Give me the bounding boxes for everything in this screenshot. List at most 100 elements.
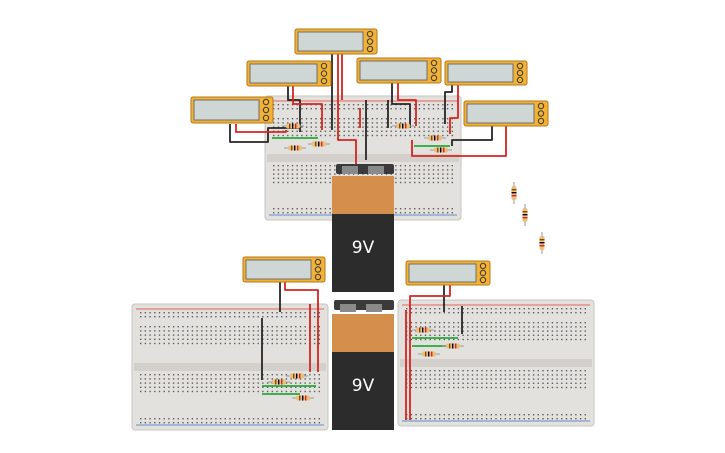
meter-upper-middle[interactable] [356,57,442,84]
wire-black[interactable] [391,82,411,128]
dial-icon[interactable] [430,59,438,67]
hole [565,374,568,376]
dial-icon[interactable] [479,262,487,270]
hole [313,338,316,340]
hole [318,382,320,384]
hole [495,374,497,376]
hole [428,177,430,179]
meter-upper-left[interactable] [246,60,332,87]
hole [291,118,294,120]
wires[interactable] [229,54,507,420]
hole [324,104,327,106]
resistor[interactable] [522,204,528,226]
hole [299,342,302,345]
resistor[interactable] [292,395,314,401]
resistor[interactable] [430,147,452,153]
battery-2[interactable]: 9V [332,300,394,430]
hole [490,386,492,389]
resistor[interactable] [418,351,440,357]
hole [140,312,142,314]
hole [451,165,453,167]
hole [310,212,312,214]
resistor[interactable] [286,373,308,379]
hole [575,370,577,372]
dial-icon[interactable] [366,30,374,38]
probe-jack-icon [516,69,524,77]
hole [229,418,231,420]
hole [528,386,530,389]
hole [329,118,331,120]
hole [257,382,259,384]
hole [210,338,212,340]
wire-red[interactable] [409,284,451,420]
hole [215,418,217,420]
resistors[interactable] [268,123,545,401]
dial-icon[interactable] [314,258,322,266]
hole [432,108,435,110]
resistor[interactable] [392,123,414,129]
hole [281,326,283,328]
resistor[interactable] [308,141,330,147]
hole [158,342,161,345]
dial-icon[interactable] [320,62,328,70]
hole [481,330,483,332]
resistor[interactable] [412,327,434,333]
resistor-band [539,245,545,247]
meter-upper-right[interactable] [444,60,528,86]
hole [310,108,312,110]
dial-icon[interactable] [537,102,545,110]
resistor[interactable] [442,343,464,349]
hole [205,316,208,318]
meter-left[interactable] [190,96,274,124]
hole [299,390,302,393]
wire-red[interactable] [449,84,459,134]
wire-red[interactable] [397,82,417,126]
hole [310,165,312,167]
hole [399,134,402,137]
hole [429,326,431,328]
wire-black[interactable] [229,124,300,143]
hole [257,326,259,328]
wire-red[interactable] [337,54,357,164]
hole [448,374,450,376]
resistor[interactable] [268,379,290,385]
wire-red[interactable] [235,124,287,133]
hole [309,386,311,388]
wire-black[interactable] [444,84,453,124]
hole [318,338,320,340]
resistor[interactable] [282,123,304,129]
hole [290,326,292,328]
resistor-band [402,123,404,129]
hole [229,342,231,345]
hole [144,418,147,420]
meter-lower-left[interactable] [242,256,326,283]
battery-1[interactable]: 9V [332,164,394,292]
wire-black[interactable] [451,124,493,146]
hole [315,181,317,184]
hole [518,386,521,389]
meter-top-center[interactable] [294,28,378,55]
hole [172,382,175,384]
hole [467,308,469,310]
meter-right[interactable] [463,100,549,127]
hole [561,418,563,420]
hole [418,130,421,132]
hole [238,330,241,332]
meter-lower-right[interactable] [405,260,491,286]
hole [509,308,511,310]
hole [182,330,184,332]
resistor[interactable] [511,182,517,204]
wire-red[interactable] [292,85,323,130]
resistor[interactable] [284,145,306,151]
wire-red[interactable] [284,282,319,372]
wire-black[interactable] [287,85,301,132]
hole [315,165,317,167]
dial-icon[interactable] [516,62,524,70]
hole [201,342,203,345]
dial-icon[interactable] [262,98,270,106]
hole [395,130,397,132]
hole [504,308,507,310]
resistor[interactable] [539,232,545,254]
wire-red[interactable] [411,124,507,157]
resistor[interactable] [424,135,446,141]
